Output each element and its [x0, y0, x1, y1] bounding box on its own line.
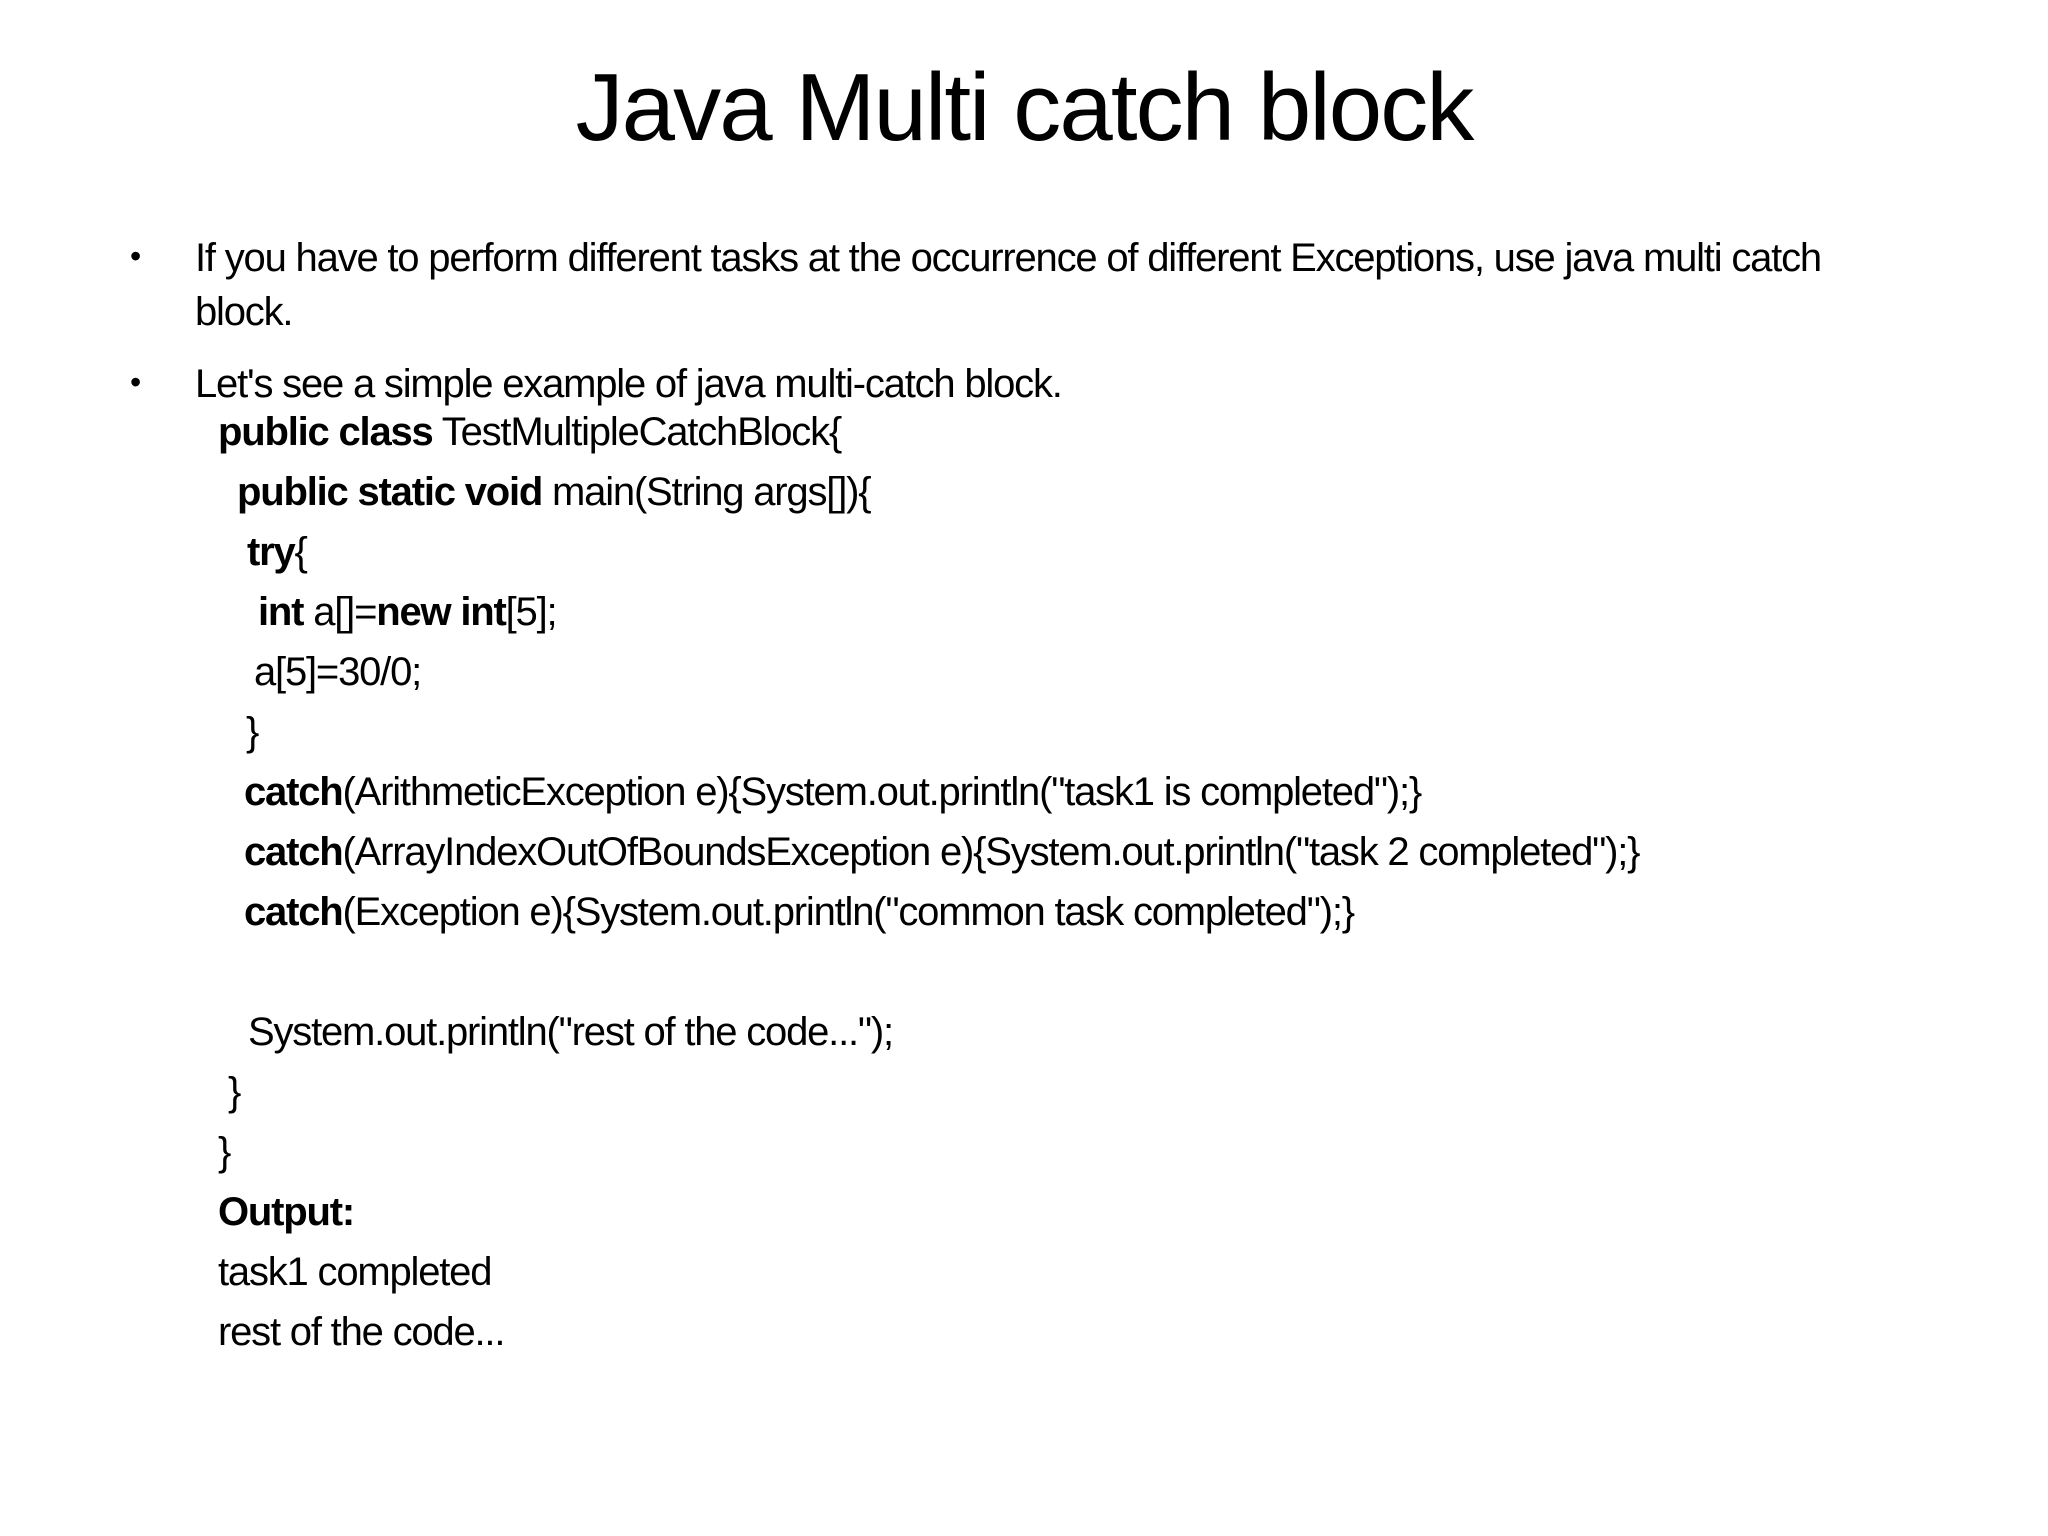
code-segment: int: [258, 590, 304, 635]
code-line: }: [218, 702, 2048, 762]
code-line: public static void main(String args[]){: [218, 462, 2048, 522]
code-segment: rest of the code...: [218, 1310, 505, 1355]
code-segment: catch: [244, 770, 344, 815]
code-line: a[5]=30/0;: [218, 642, 2048, 702]
code-segment: public static void: [237, 470, 543, 515]
bullet-list: • If you have to perform different tasks …: [0, 231, 2048, 411]
code-segment: (ArithmeticException e){System.out.print…: [342, 770, 1423, 815]
code-segment: {: [294, 530, 308, 575]
slide-title: Java Multi catch block: [575, 54, 1475, 161]
code-segment: Output:: [218, 1190, 355, 1235]
code-segment: }: [228, 1070, 241, 1115]
code-line: catch(Exception e){System.out.println("c…: [218, 882, 2048, 942]
code-segment: public class: [218, 410, 434, 455]
bullet-marker: •: [130, 364, 141, 401]
code-segment: System.out.println("rest of the code..."…: [248, 1010, 894, 1055]
code-line: int a[]=new int[5];: [218, 582, 2048, 642]
code-segment: }: [246, 710, 259, 755]
code-line: Output:: [218, 1182, 2048, 1242]
code-segment: (Exception e){System.out.println("common…: [342, 890, 1356, 935]
code-line: System.out.println("rest of the code..."…: [218, 1002, 2048, 1062]
code-segment: a[]=: [303, 590, 377, 635]
code-line: catch(ArrayIndexOutOfBoundsException e){…: [218, 822, 2048, 882]
code-segment: (ArrayIndexOutOfBoundsException e){Syste…: [342, 830, 1641, 875]
code-block: public class TestMultipleCatchBlock{publ…: [218, 402, 2048, 1362]
code-line: }: [218, 1062, 2048, 1122]
code-segment: task1 completed: [218, 1250, 492, 1295]
code-segment: [5];: [505, 590, 558, 635]
bullet-line: Let's see a simple example of java multi…: [195, 362, 1063, 407]
code-segment: TestMultipleCatchBlock{: [432, 410, 842, 455]
code-line: catch(ArithmeticException e){System.out.…: [218, 762, 2048, 822]
bullet-line: If you have to perform different tasks a…: [195, 236, 1822, 281]
code-line: try{: [218, 522, 2048, 582]
code-line: public class TestMultipleCatchBlock{: [218, 402, 2048, 462]
code-segment: try: [247, 530, 296, 575]
code-line: rest of the code...: [218, 1302, 2048, 1362]
code-segment: catch: [244, 890, 344, 935]
bullet-marker: •: [130, 238, 141, 275]
bullet-item: • If you have to perform different tasks …: [0, 231, 2048, 339]
code-line: }: [218, 1122, 2048, 1182]
code-line: task1 completed: [218, 1242, 2048, 1302]
code-segment: a[5]=30/0;: [254, 650, 422, 695]
bullet-item: • Let's see a simple example of java mult…: [0, 357, 2048, 411]
code-segment: new int: [376, 590, 507, 635]
code-line: [218, 942, 2048, 1002]
bullet-line: block.: [195, 290, 293, 335]
code-segment: }: [218, 1130, 231, 1175]
code-segment: catch: [244, 830, 344, 875]
code-segment: main(String args[]){: [542, 470, 872, 515]
